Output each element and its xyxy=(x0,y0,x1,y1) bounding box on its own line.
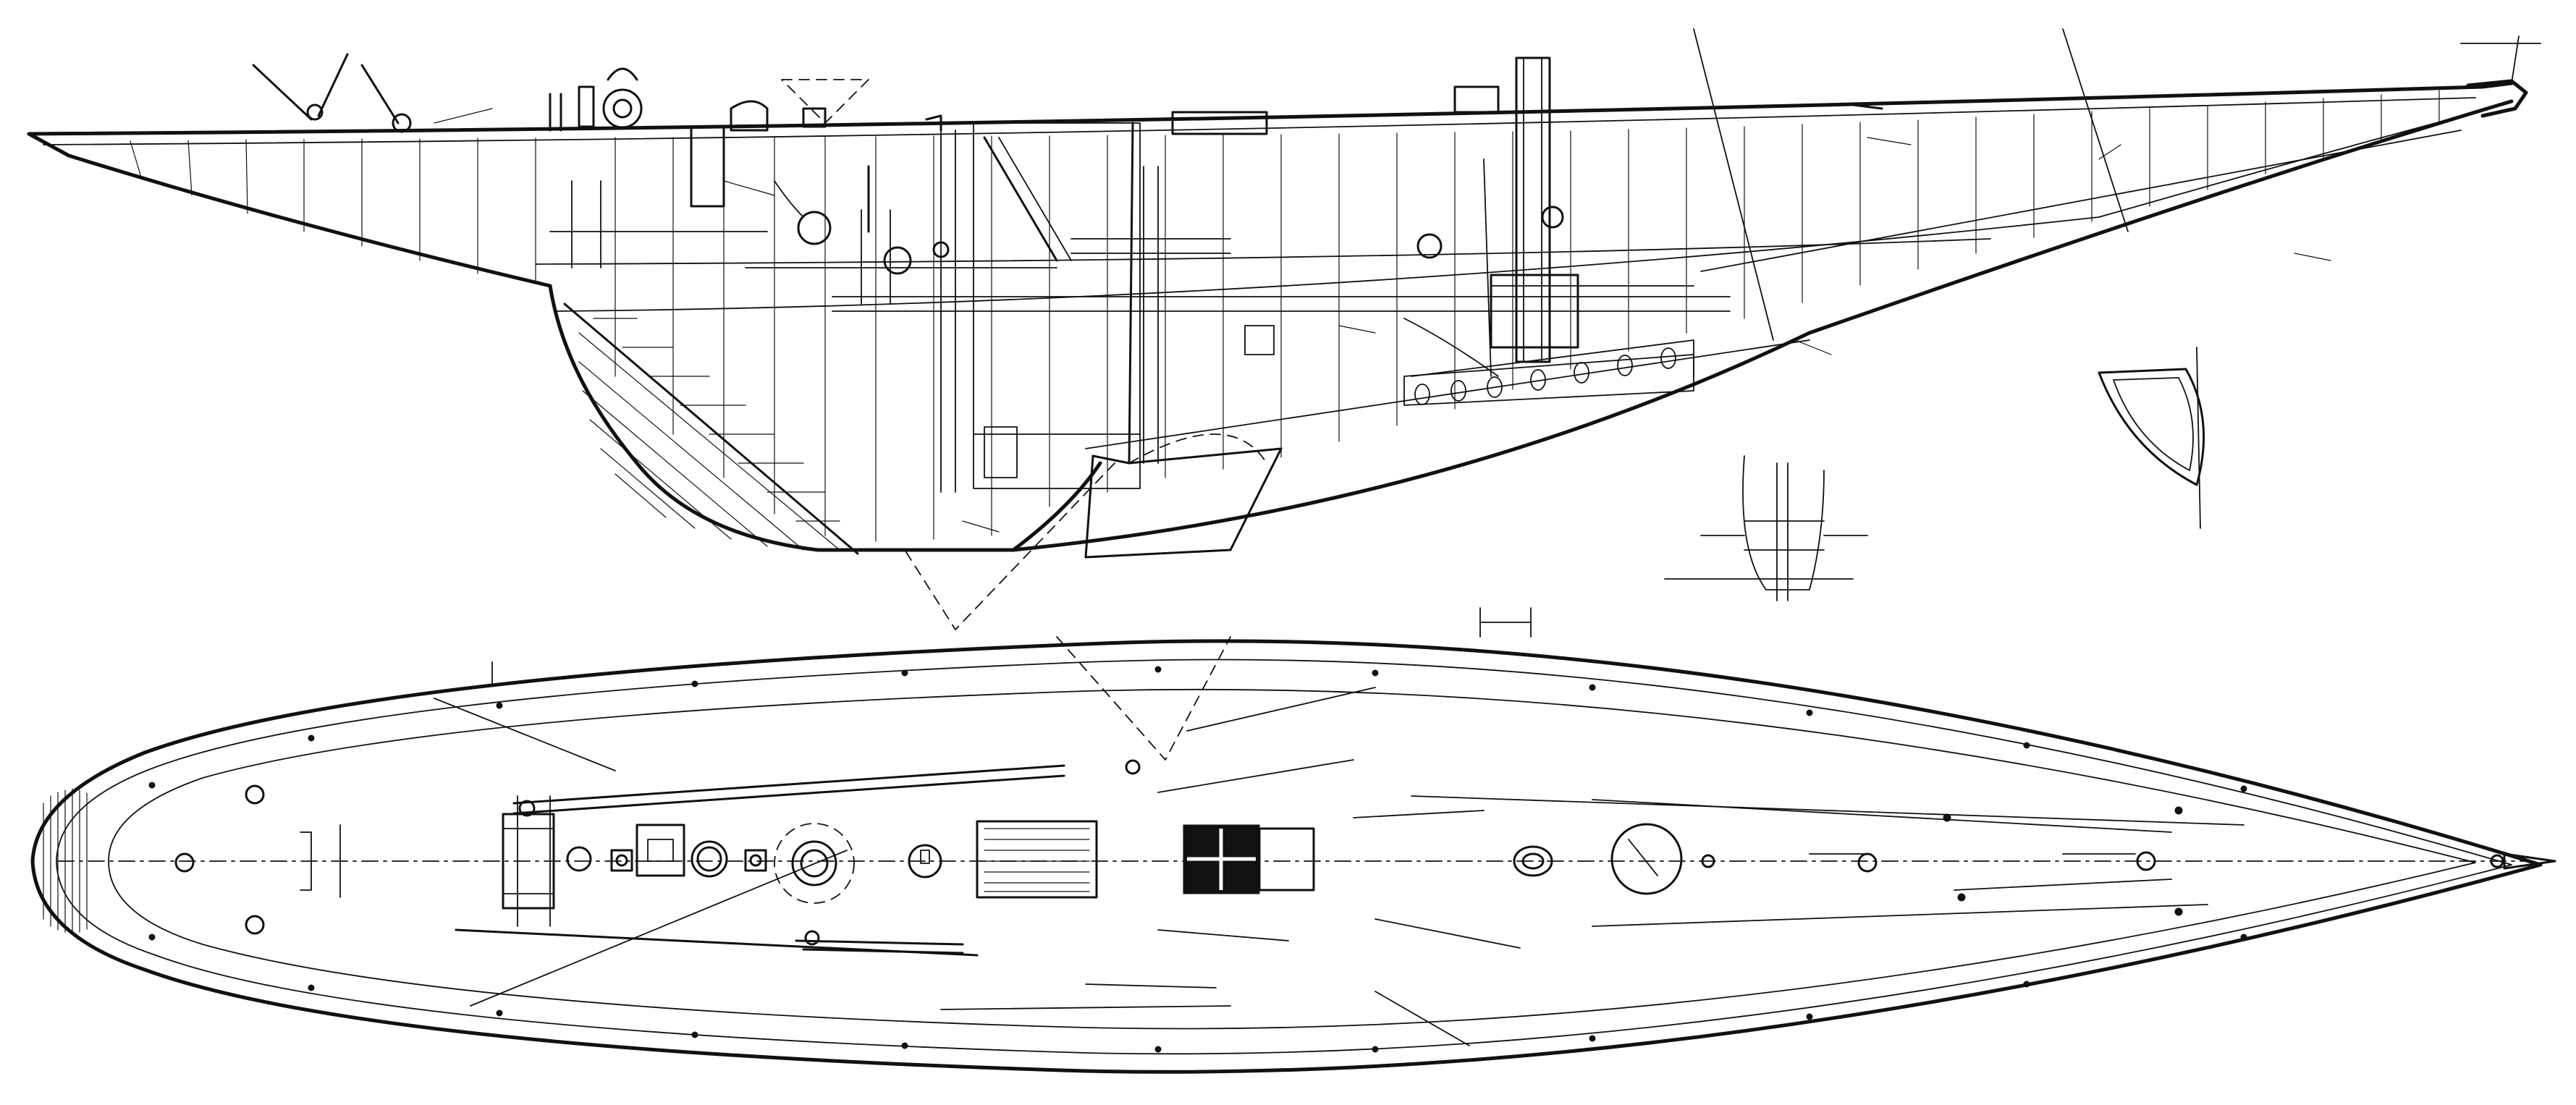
deck-hatches xyxy=(502,813,1315,910)
load-waterline xyxy=(535,238,1991,265)
profile-view xyxy=(27,28,2541,630)
covering-board xyxy=(56,659,2512,1055)
diagonal-line-1 xyxy=(1700,130,2462,272)
stern-planking-hatch xyxy=(43,788,88,934)
deck-fittings-profile xyxy=(252,53,1883,275)
spars-on-deck xyxy=(455,759,1141,957)
keel-outline xyxy=(548,284,1102,552)
mainsheet-horse xyxy=(300,795,551,927)
profile-leader-lines xyxy=(434,108,2331,533)
deck-margin xyxy=(108,688,2476,1030)
rigging-leads xyxy=(1693,28,2541,341)
portlights xyxy=(1403,347,1694,406)
deck-round-fittings xyxy=(174,784,2156,935)
deck-lead-lines xyxy=(434,687,2245,1046)
section-marks xyxy=(491,607,1532,685)
counter-line xyxy=(27,132,552,288)
keel-lead-section xyxy=(563,302,859,555)
detail-section-bow xyxy=(2098,347,2205,529)
mast-step xyxy=(1490,56,1579,363)
sheer-line-inner xyxy=(43,97,2476,145)
deck-plan-view xyxy=(30,607,2556,1074)
deck-winches xyxy=(610,849,767,872)
profile-frames xyxy=(130,90,2440,542)
chain-plates xyxy=(148,666,2247,1053)
sheer-line xyxy=(27,81,2514,136)
diagonal-line-2 xyxy=(1085,339,1810,449)
tiller-sweep xyxy=(1056,636,1231,761)
midship-section xyxy=(1664,455,1868,601)
rudder xyxy=(904,122,1283,630)
inner-hull-line xyxy=(557,108,2491,312)
deck-outline xyxy=(30,639,2543,1074)
forefoot-line xyxy=(1011,99,2514,552)
interior-structure xyxy=(549,122,1731,493)
ballast-keel-hatching xyxy=(578,318,840,551)
stem-head xyxy=(2466,79,2528,118)
bow-fitting xyxy=(2503,852,2556,870)
